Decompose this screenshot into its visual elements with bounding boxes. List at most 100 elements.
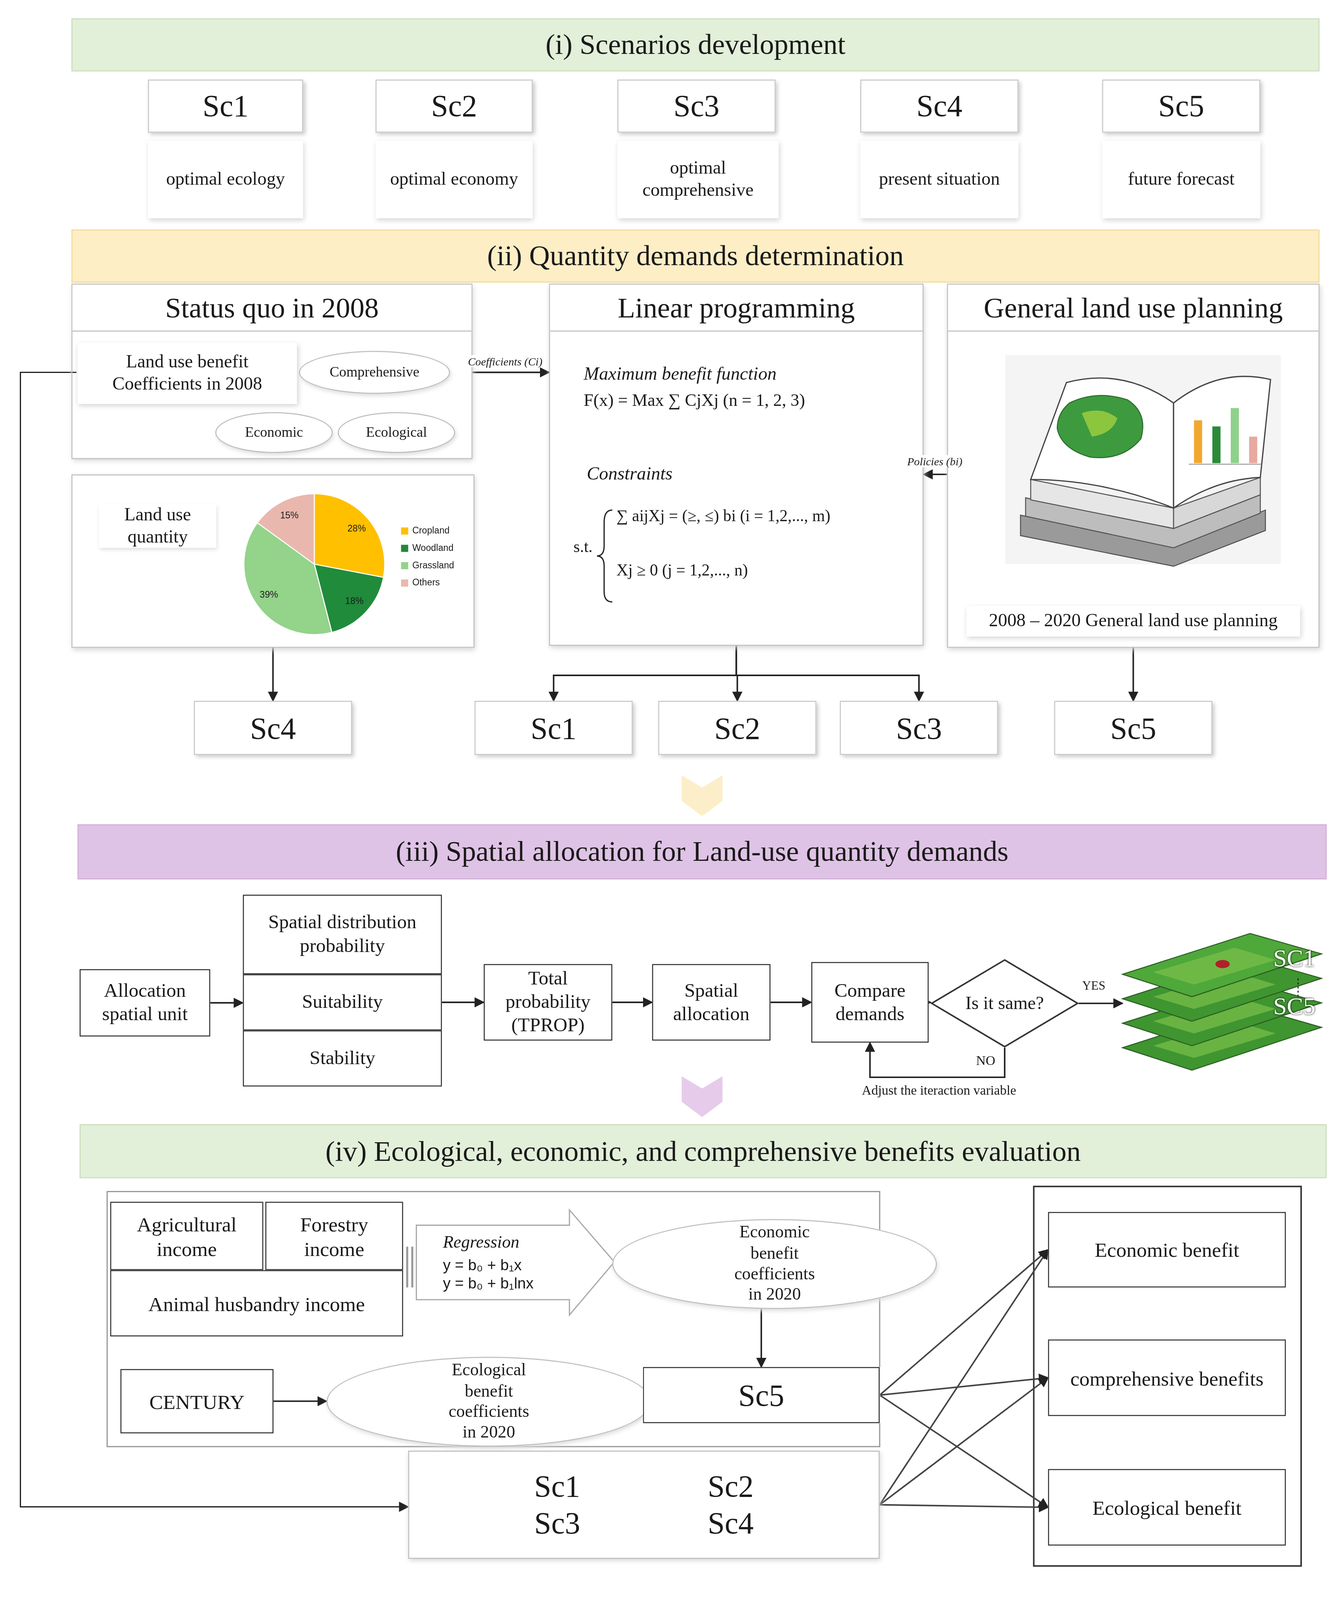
pie-percent: 39% — [259, 589, 278, 601]
formula: Xj ≥ 0 (j = 1,2,..., n) — [616, 559, 749, 580]
book-illustration — [1005, 355, 1281, 567]
scenario-box: Sc4 — [860, 79, 1019, 133]
map-stack: SC1SC5 — [1122, 933, 1322, 1072]
legend-row: Grassland — [401, 557, 455, 575]
scenario-group: Sc1Sc2Sc3Sc4 — [408, 1451, 880, 1560]
legend-swatch — [401, 562, 409, 570]
connector — [879, 1395, 1049, 1508]
scenario-box: Sc1 — [147, 79, 303, 133]
legend-row: Woodland — [401, 539, 455, 558]
legend-text: Woodland — [412, 543, 454, 555]
node-text: Allocation spatial unit — [83, 980, 207, 1027]
connector — [442, 1001, 485, 1004]
description-box: optimal economy — [375, 140, 533, 219]
scenario-box: Sc2 — [658, 700, 817, 755]
scenario-box: Sc4 — [193, 700, 353, 755]
node-text: Sc2 — [714, 709, 761, 747]
node-text: General land use planning — [983, 290, 1283, 325]
panel: General land use planning 2008 – 2020 Gen… — [947, 283, 1320, 649]
legend-text: Grassland — [412, 560, 455, 572]
legend-row: Others — [401, 574, 455, 592]
node-text: Is it same? — [965, 992, 1044, 1015]
node-text: Sc4 — [707, 1505, 754, 1543]
scenario-box: Sc2 — [375, 79, 533, 133]
scenario-box: Sc1 — [474, 700, 633, 755]
section-band: (i) Scenarios development — [71, 18, 1320, 72]
description-box: present situation — [860, 140, 1019, 219]
process-box: Compare demands — [811, 962, 929, 1043]
group-frame — [107, 1191, 880, 1448]
ellipse-node: Ecological benefit coefficients in 2020 — [326, 1357, 652, 1448]
node-text: future forecast — [1127, 168, 1235, 191]
node-text: Stability — [309, 1047, 376, 1071]
node-text: Ecological benefit coefficients in 2020 — [448, 1360, 529, 1444]
connector — [1132, 648, 1135, 702]
node-text: Regression — [442, 1232, 520, 1254]
node-text: Sc3 — [673, 87, 720, 125]
legend-swatch — [401, 579, 409, 587]
legend-text: Cropland — [412, 525, 450, 537]
process-box: Spatial allocation — [652, 964, 771, 1041]
pie-percent: 18% — [345, 596, 364, 608]
node-text: Land use quantity — [99, 504, 217, 549]
node-text: Compare demands — [815, 979, 925, 1026]
scenario-box: Sc5 — [1054, 700, 1213, 755]
process-box: Allocation spatial unit — [79, 969, 211, 1037]
node-text: Spatial allocation — [656, 979, 767, 1026]
join-bar — [405, 1246, 408, 1288]
legend-text: Others — [412, 577, 441, 589]
description-box: optimal ecology — [147, 140, 303, 219]
process-box: comprehensive benefits — [1048, 1340, 1287, 1417]
section-band: (iii) Spatial allocation for Land-use qu… — [77, 824, 1327, 880]
node-text: Spatial distribution probability — [246, 911, 438, 958]
process-box: CENTURY — [120, 1369, 274, 1434]
description-box: future forecast — [1102, 140, 1261, 219]
node-text: Sc1 — [534, 1468, 581, 1506]
connector — [760, 1309, 762, 1368]
node-text: SC1 — [1273, 943, 1316, 974]
node-text: y = b₀ + b₁lnx — [442, 1274, 534, 1293]
connector — [272, 648, 274, 702]
connector — [736, 645, 919, 701]
process-box: Economic benefit — [1048, 1212, 1287, 1288]
group-frame — [1033, 1187, 1301, 1567]
connector — [553, 645, 737, 701]
formula: Constraints — [586, 463, 673, 486]
formula: ∑ aijXj = (≥, ≤) bi (i = 1,2,..., m) — [616, 505, 831, 525]
pie-slice — [314, 493, 385, 578]
node-text: present situation — [878, 168, 1000, 191]
node-text: Ecological — [365, 424, 427, 442]
node-text: (ii) Quantity demands determination — [487, 239, 904, 274]
node-text: (iii) Spatial allocation for Land-use qu… — [395, 834, 1009, 870]
connector — [879, 1505, 1049, 1508]
node-text: optimal economy — [390, 168, 519, 191]
node-text: Economic benefit coefficients in 2020 — [734, 1222, 815, 1306]
connector — [928, 1001, 931, 1004]
pie-percent: 15% — [280, 509, 299, 521]
join-bar — [411, 1246, 414, 1288]
section-band: (ii) Quantity demands determination — [71, 229, 1320, 283]
section-band: (iv) Ecological, economic, and comprehen… — [79, 1124, 1327, 1179]
node-text: Sc5 — [1110, 709, 1157, 747]
node-text: Agricultural income — [114, 1211, 260, 1262]
node-text: 2008 – 2020 General land use planning — [988, 610, 1278, 631]
connector — [879, 1378, 1049, 1396]
node-text: Total probability (TPROP) — [487, 967, 609, 1038]
node-text: Linear programming — [617, 290, 855, 325]
panel: Status quo in 2008Land use benefit Coeff… — [71, 283, 473, 460]
connector — [879, 1378, 1049, 1505]
process-box: Ecological benefit — [1048, 1469, 1287, 1547]
regression-arrow: Regressiony = b₀ + b₁xy = b₀ + b₁lnx — [416, 1209, 616, 1317]
panel-header: Linear programming — [549, 284, 923, 332]
node-text: optimal comprehensive — [621, 157, 775, 202]
process-box: Animal husbandry income — [110, 1270, 404, 1337]
scenario-box: Sc3 — [617, 79, 776, 133]
legend: CroplandWoodlandGrasslandOthers — [401, 522, 455, 592]
process-box: Forestry income — [265, 1202, 403, 1271]
process-box: Total probability (TPROP) — [483, 964, 613, 1041]
node-text: Sc4 — [250, 709, 297, 747]
legend-swatch — [401, 527, 409, 535]
connector — [923, 473, 947, 476]
process-box: Suitability — [243, 974, 443, 1031]
node-text: Land use benefit Coefficients in 2008 — [81, 351, 293, 396]
